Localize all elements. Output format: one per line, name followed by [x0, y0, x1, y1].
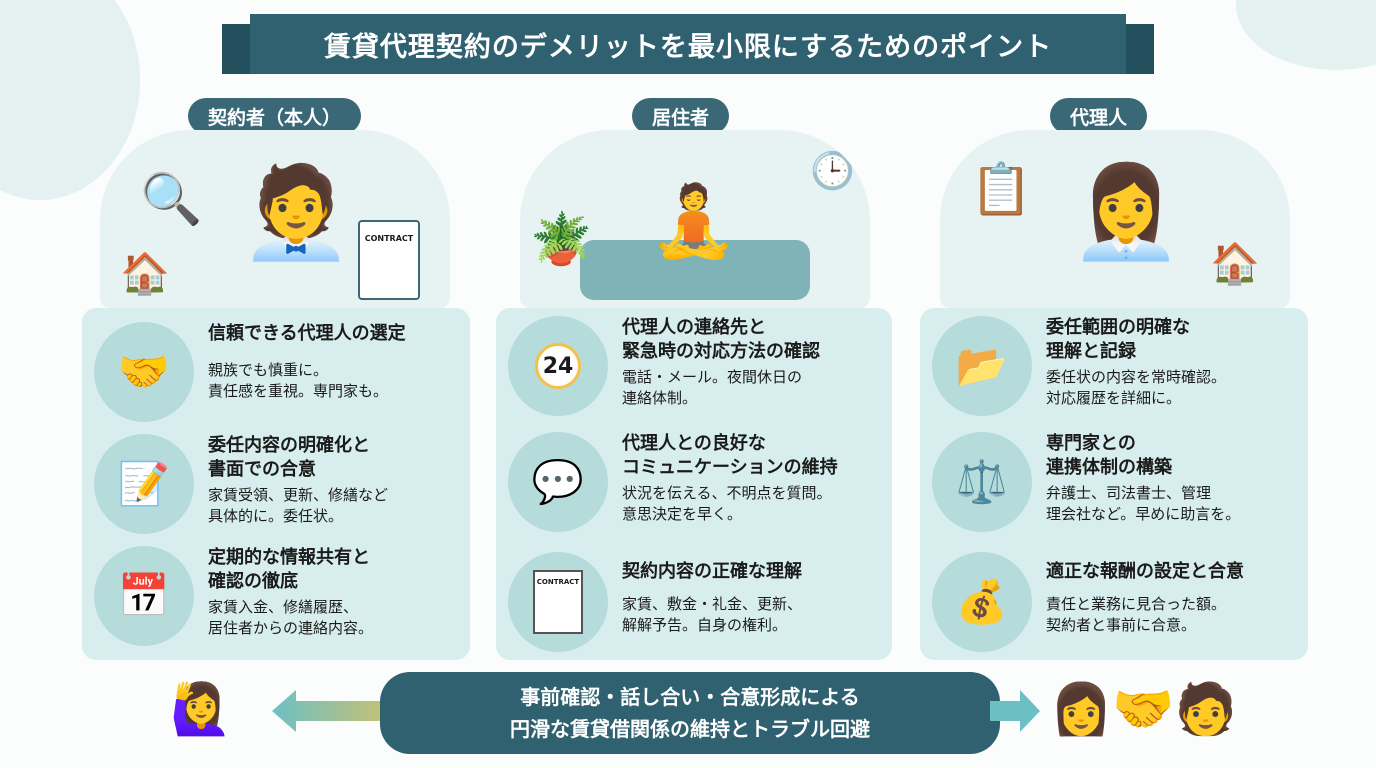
list-item: 📅 定期的な情報共有と 確認の徹底家賃入金、修繕履歴、 居住者からの連絡内容。 [94, 546, 460, 646]
item-heading: 信頼できる代理人の選定 [208, 323, 406, 344]
contractor-illustration: 🧑‍💼 🔍 CONTRACT 🏠 [100, 130, 450, 308]
double-arrow-icon [272, 690, 442, 732]
contract-label: CONTRACT [533, 570, 583, 634]
handshake-icon: 🤝 [94, 322, 194, 422]
checklist-icon: 📋 [970, 160, 1033, 218]
businessman-icon: 🧑‍💼 [240, 160, 353, 265]
clock-icon: 🕒 [810, 151, 855, 192]
resident-illustration: 🧘 🪴 🕒 [520, 130, 870, 308]
house-icon: 🏠 [120, 251, 170, 297]
item-body: 弁護士、司法書士、管理 理会社など。早めに助言を。 [1046, 484, 1241, 523]
list-item: 📝 委任内容の明確化と 書面での合意家賃受領、更新、修繕など 具体的に。委任状。 [94, 434, 460, 534]
list-item: 💬 代理人との良好な コミュニケーションの維持状況を伝える、不明点を質問。 意思決… [508, 432, 882, 532]
contractor-card: 🤝 信頼できる代理人の選定親族でも慎重に。 責任感を重視。専門家も。 📝 委任内容の… [82, 308, 470, 660]
house-icon: 🏠 [1210, 241, 1260, 287]
item-heading: 専門家との 連携体制の構築 [1046, 433, 1172, 478]
item-heading: 適正な報酬の設定と合意 [1046, 561, 1244, 582]
item-body: 家賃入金、修繕履歴、 居住者からの連絡内容。 [208, 598, 374, 637]
page-title: 賃貸代理契約のデメリットを最小限にするためのポイント [222, 14, 1154, 74]
decor-blob [1236, 0, 1376, 70]
icon-24-label: 24 [535, 343, 581, 389]
item-body: 電話・メール。夜間休日の 連絡体制。 [622, 368, 803, 407]
item-body: 親族でも慎重に。 責任感を重視。専門家も。 [208, 361, 389, 400]
summary-banner: 事前確認・話し合い・合意形成による円滑な賃貸借関係の維持とトラブル回避 [380, 672, 1000, 754]
sofa-icon [580, 240, 810, 300]
list-item: ⚖️ 専門家との 連携体制の構築弁護士、司法書士、管理 理会社など。早めに助言を。 [932, 432, 1298, 532]
document-pen-icon: 📝 [94, 434, 194, 534]
item-body: 家賃受領、更新、修繕など 具体的に。委任状。 [208, 486, 389, 525]
money-bag-icon: 💰 [932, 552, 1032, 652]
item-heading: 代理人との良好な コミュニケーションの維持 [622, 433, 838, 478]
contract-clipboard: CONTRACT [358, 220, 420, 300]
item-heading: 契約内容の正確な理解 [622, 561, 802, 582]
item-body: 状況を伝える、不明点を質問。 意思決定を早く。 [622, 484, 832, 523]
list-item: 📂 委任範囲の明確な 理解と記録委任状の内容を常時確認。 対応履歴を詳細に。 [932, 316, 1298, 416]
two-people-talking-icon: 👩‍🤝‍🧑 [1050, 680, 1237, 738]
item-heading: 定期的な情報共有と 確認の徹底 [208, 547, 370, 592]
item-heading: 委任内容の明確化と 書面での合意 [208, 435, 370, 480]
person-speaking-icon: 🙋‍♀️ [170, 680, 233, 738]
scales-icon: ⚖️ [932, 432, 1032, 532]
list-item: 💰 適正な報酬の設定と合意責任と業務に見合った額。 契約者と事前に合意。 [932, 552, 1298, 652]
item-body: 委任状の内容を常時確認。 対応履歴を詳細に。 [1046, 368, 1227, 407]
column-header-contractor: 契約者（本人） [188, 98, 362, 134]
woman-phone-icon: 🧘 [650, 180, 738, 262]
calendar-icon: 📅 [94, 546, 194, 646]
item-body: 責任と業務に見合った額。 契約者と事前に合意。 [1046, 595, 1227, 634]
item-heading: 委任範囲の明確な 理解と記録 [1046, 317, 1190, 362]
contract-sign-icon: CONTRACT [508, 552, 608, 652]
arrow-right-icon [990, 690, 1040, 732]
plant-icon: 🪴 [530, 210, 593, 268]
resident-card: 24 代理人の連絡先と 緊急時の対応方法の確認電話・メール。夜間休日の 連絡体制。… [496, 308, 892, 660]
magnifier-icon: 🔍 [140, 170, 203, 228]
summary-line-1: 事前確認・話し合い・合意形成による [520, 685, 860, 709]
agent-phone-icon: 👩‍💼 [1070, 160, 1183, 265]
item-heading: 代理人の連絡先と 緊急時の対応方法の確認 [622, 317, 820, 362]
list-item: CONTRACT 契約内容の正確な理解家賃、敷金・礼金、更新、 解解予告。自身の権… [508, 552, 882, 652]
phone-24-icon: 24 [508, 316, 608, 416]
folder-check-icon: 📂 [932, 316, 1032, 416]
agent-card: 📂 委任範囲の明確な 理解と記録委任状の内容を常時確認。 対応履歴を詳細に。 ⚖️… [920, 308, 1308, 660]
agent-illustration: 👩‍💼 📋 🏠 [940, 130, 1290, 308]
list-item: 24 代理人の連絡先と 緊急時の対応方法の確認電話・メール。夜間休日の 連絡体制。 [508, 316, 882, 416]
item-body: 家賃、敷金・礼金、更新、 解解予告。自身の権利。 [622, 595, 803, 634]
column-header-resident: 居住者 [632, 98, 730, 134]
chat-bubbles-icon: 💬 [508, 432, 608, 532]
summary-line-2: 円滑な賃貸借関係の維持とトラブル回避 [510, 717, 870, 741]
list-item: 🤝 信頼できる代理人の選定親族でも慎重に。 責任感を重視。専門家も。 [94, 322, 460, 422]
column-header-agent: 代理人 [1050, 98, 1148, 134]
